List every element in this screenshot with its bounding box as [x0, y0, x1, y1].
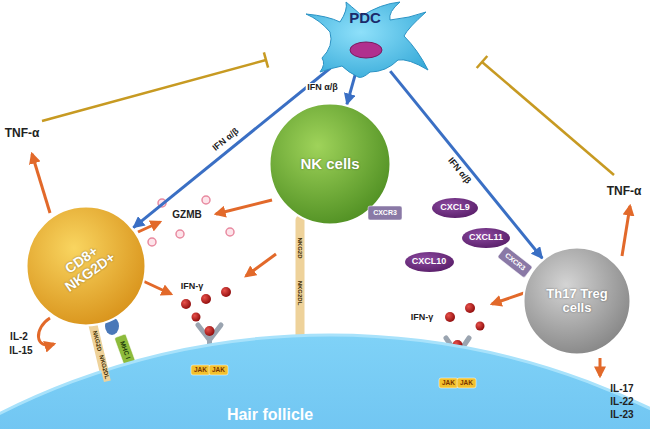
- signal-arrow: [390, 71, 542, 258]
- receptor-stalk: [93, 220, 300, 388]
- receptor-label: NKG2DL: [297, 279, 304, 308]
- chemokine: CXCL10: [405, 252, 454, 272]
- node-text: Th17 Treg cells: [544, 287, 610, 316]
- ifn-receptor: [198, 325, 469, 386]
- cytokine-label: TNF-α: [607, 185, 642, 198]
- secretion-arrow: [32, 154, 630, 376]
- jak-kinase-outline: [439, 378, 458, 388]
- receptor-tag: CXCR3: [368, 206, 402, 220]
- cytokine-label: IFN-γ: [181, 282, 204, 292]
- edge-label: IFN α/β: [306, 83, 339, 93]
- receptor-tag-outline: [497, 246, 532, 278]
- nk-cell: NK cells: [268, 102, 392, 226]
- receptor-label: NKG2D: [297, 235, 304, 260]
- node-text: CXCR3: [503, 252, 526, 273]
- node-text: MHC I: [118, 340, 131, 360]
- cd8-cell: CD8+ NKG2D+: [25, 205, 147, 327]
- cytokine-label: TNF-α: [5, 127, 40, 140]
- receptor-label: NKG2DL: [97, 352, 110, 381]
- dendritic-cell-outline: [300, 0, 430, 80]
- chemokine-outline: [462, 228, 510, 248]
- th17-treg-cell: Th17 Treg cells: [522, 246, 632, 356]
- hair-follicle: Hair follicle JAK JAK JAK JAK: [0, 330, 650, 429]
- receptor-label: NKG2D: [91, 328, 103, 354]
- jak-kinase-outline: [191, 365, 210, 375]
- node-text: JAK: [194, 366, 207, 373]
- jak-kinase: JAK: [209, 365, 228, 375]
- receptor-tag-outline: [368, 206, 402, 220]
- chemokine: CXCL11: [462, 228, 510, 248]
- cytokine-label: IL-17: [610, 383, 633, 394]
- cytokine-label: IL-15: [9, 345, 32, 356]
- cytokine-label: IL-22: [610, 396, 633, 407]
- node-text: CXCL10: [412, 257, 447, 267]
- jak-kinase: JAK: [191, 365, 210, 375]
- cytokine-label: IL-23: [610, 409, 633, 420]
- chemokine-outline: [432, 198, 478, 218]
- node-text: NK cells: [300, 156, 359, 173]
- jak-kinase-outline: [457, 378, 476, 388]
- edge-label: IFN α/β: [210, 126, 242, 154]
- node-text: CXCR3: [373, 209, 397, 217]
- cd8-cell-outline: [25, 205, 147, 327]
- node-text: JAK: [442, 379, 455, 386]
- receptor-tag: CXCR3: [497, 246, 532, 278]
- jak-kinase-outline: [209, 365, 228, 375]
- node-text: CXCL11: [469, 233, 503, 243]
- node-text: PDC: [349, 10, 381, 27]
- jak-kinase: JAK: [457, 378, 476, 388]
- node-text: CD8+ NKG2D+: [43, 229, 129, 302]
- mhc-molecule-outline: [114, 334, 136, 366]
- ifn-gamma-molecule: [181, 287, 485, 350]
- node-text: Hair follicle: [227, 406, 313, 424]
- edge-label: IFN α/β: [444, 155, 472, 186]
- cytokine-label: GZMB: [172, 209, 201, 220]
- jak-kinase: JAK: [439, 378, 458, 388]
- node-text: JAK: [212, 366, 225, 373]
- hair-follicle-outline: [0, 330, 650, 429]
- signal-arrow: [133, 68, 331, 228]
- cytokine-label: IL-2: [10, 331, 28, 342]
- signal-arrow: [347, 74, 355, 104]
- th17-treg-cell-outline: [522, 246, 632, 356]
- cytokine-label: IFN-γ: [411, 313, 434, 323]
- node-text: CXCL9: [440, 203, 470, 213]
- mhc-molecule: MHC I: [114, 334, 136, 366]
- chemokine-outline: [405, 252, 454, 272]
- node-text: JAK: [460, 379, 473, 386]
- chemokine: CXCL9: [432, 198, 478, 218]
- nk-cell-outline: [268, 102, 392, 226]
- dendritic-cell: PDC: [300, 0, 430, 80]
